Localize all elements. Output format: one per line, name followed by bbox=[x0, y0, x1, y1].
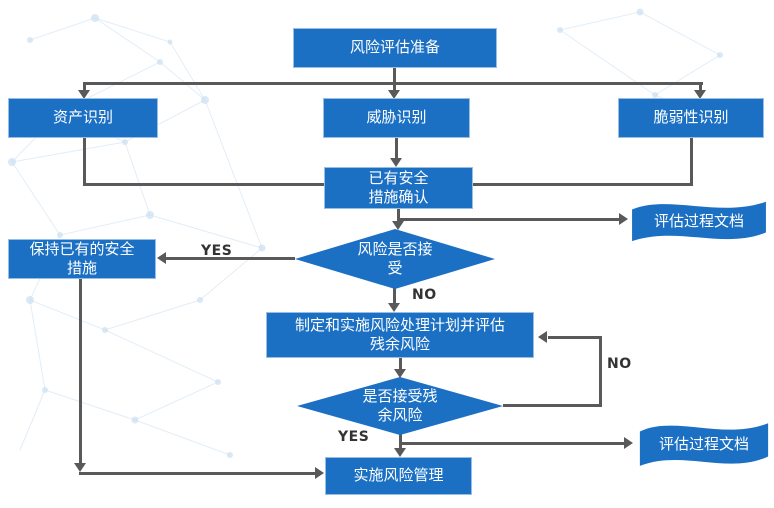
arrowhead-to-keep bbox=[157, 252, 166, 264]
connector-branch-to-threat bbox=[393, 82, 396, 91]
arrowhead-to-vuln bbox=[694, 90, 706, 99]
decision-label: 是否接受残 余风险 bbox=[362, 387, 438, 424]
decision-risk-acceptable: 风险是否接 受 bbox=[295, 229, 495, 289]
decision-residual-risk-acceptable: 是否接受残 余风险 bbox=[297, 377, 503, 435]
edge-label-decision1-no: NO bbox=[412, 287, 437, 303]
arrowhead-to-decision1 bbox=[392, 221, 404, 230]
document-label: 评估过程文档 bbox=[658, 435, 749, 454]
connector-keep-down bbox=[79, 279, 82, 465]
arrowhead-keep-to-impl bbox=[315, 467, 324, 479]
arrowhead-to-asset bbox=[78, 90, 90, 99]
connector-asset-down bbox=[83, 138, 86, 185]
connector-no-loop-bottom bbox=[503, 404, 602, 407]
document-assessment-process-doc-1: 评估过程文档 bbox=[628, 197, 770, 245]
connector-prep-down bbox=[393, 68, 396, 83]
connector-vuln-down bbox=[690, 138, 693, 185]
connector-threat-down bbox=[395, 138, 398, 160]
node-label: 风险评估准备 bbox=[349, 38, 440, 57]
connector-decision1-no bbox=[393, 288, 396, 305]
node-risk-assessment-prep: 风险评估准备 bbox=[293, 28, 497, 68]
connector-plan-down bbox=[399, 358, 402, 371]
connector-no-loop-top bbox=[548, 336, 602, 339]
edge-label-decision2-yes: YES bbox=[338, 429, 370, 445]
wave-document-icon bbox=[639, 423, 769, 466]
node-asset-identification: 资产识别 bbox=[8, 98, 158, 138]
node-label: 脆弱性识别 bbox=[653, 108, 729, 127]
arrowhead-loop-to-plan bbox=[538, 331, 547, 343]
node-existing-controls-confirmation: 已有安全 措施确认 bbox=[324, 167, 473, 209]
arrowhead-to-confirm bbox=[390, 158, 402, 167]
node-label: 威胁识别 bbox=[366, 108, 427, 127]
connector-decision1-yes bbox=[166, 257, 295, 260]
arrowhead-to-doc2 bbox=[624, 437, 633, 449]
connector-to-doc1 bbox=[398, 218, 619, 221]
arrowhead-keep-corner bbox=[74, 463, 86, 472]
document-assessment-process-doc-2: 评估过程文档 bbox=[636, 418, 772, 470]
edge-label-decision2-no: NO bbox=[607, 356, 632, 372]
node-threat-identification: 威胁识别 bbox=[323, 98, 470, 138]
arrowhead-to-doc1 bbox=[619, 213, 628, 225]
node-label: 资产识别 bbox=[52, 108, 113, 127]
node-label: 制定和实施风险处理计划并评估 残余风险 bbox=[294, 315, 505, 354]
arrowhead-to-threat bbox=[388, 90, 400, 99]
wave-document-icon bbox=[632, 201, 766, 242]
node-implement-risk-management: 实施风险管理 bbox=[325, 457, 472, 495]
edge-label-decision1-yes: YES bbox=[201, 243, 233, 259]
node-label: 已有安全 措施确认 bbox=[368, 168, 429, 207]
decision-label: 风险是否接 受 bbox=[357, 240, 433, 277]
node-risk-treatment-plan: 制定和实施风险处理计划并评估 残余风险 bbox=[266, 312, 534, 358]
connector-asset-to-confirm bbox=[83, 183, 324, 186]
connector-keep-to-impl bbox=[79, 472, 315, 475]
connector-confirm-down bbox=[397, 209, 400, 223]
arrowhead-to-decision2 bbox=[394, 369, 406, 378]
node-label: 保持已有的安全 措施 bbox=[29, 239, 135, 278]
connector-vuln-to-confirm bbox=[473, 183, 693, 186]
arrowhead-to-plan bbox=[388, 303, 400, 312]
node-keep-existing-controls: 保持已有的安全 措施 bbox=[8, 239, 156, 279]
connector-no-loop-vertical bbox=[599, 336, 602, 407]
node-vulnerability-identification: 脆弱性识别 bbox=[618, 98, 764, 138]
document-label: 评估过程文档 bbox=[653, 212, 744, 231]
node-label: 实施风险管理 bbox=[353, 466, 444, 485]
connector-branch-to-asset bbox=[83, 82, 86, 91]
connector-to-doc2 bbox=[400, 442, 624, 445]
arrowhead-to-impl bbox=[394, 448, 406, 457]
connector-branch-to-vuln bbox=[699, 82, 702, 91]
